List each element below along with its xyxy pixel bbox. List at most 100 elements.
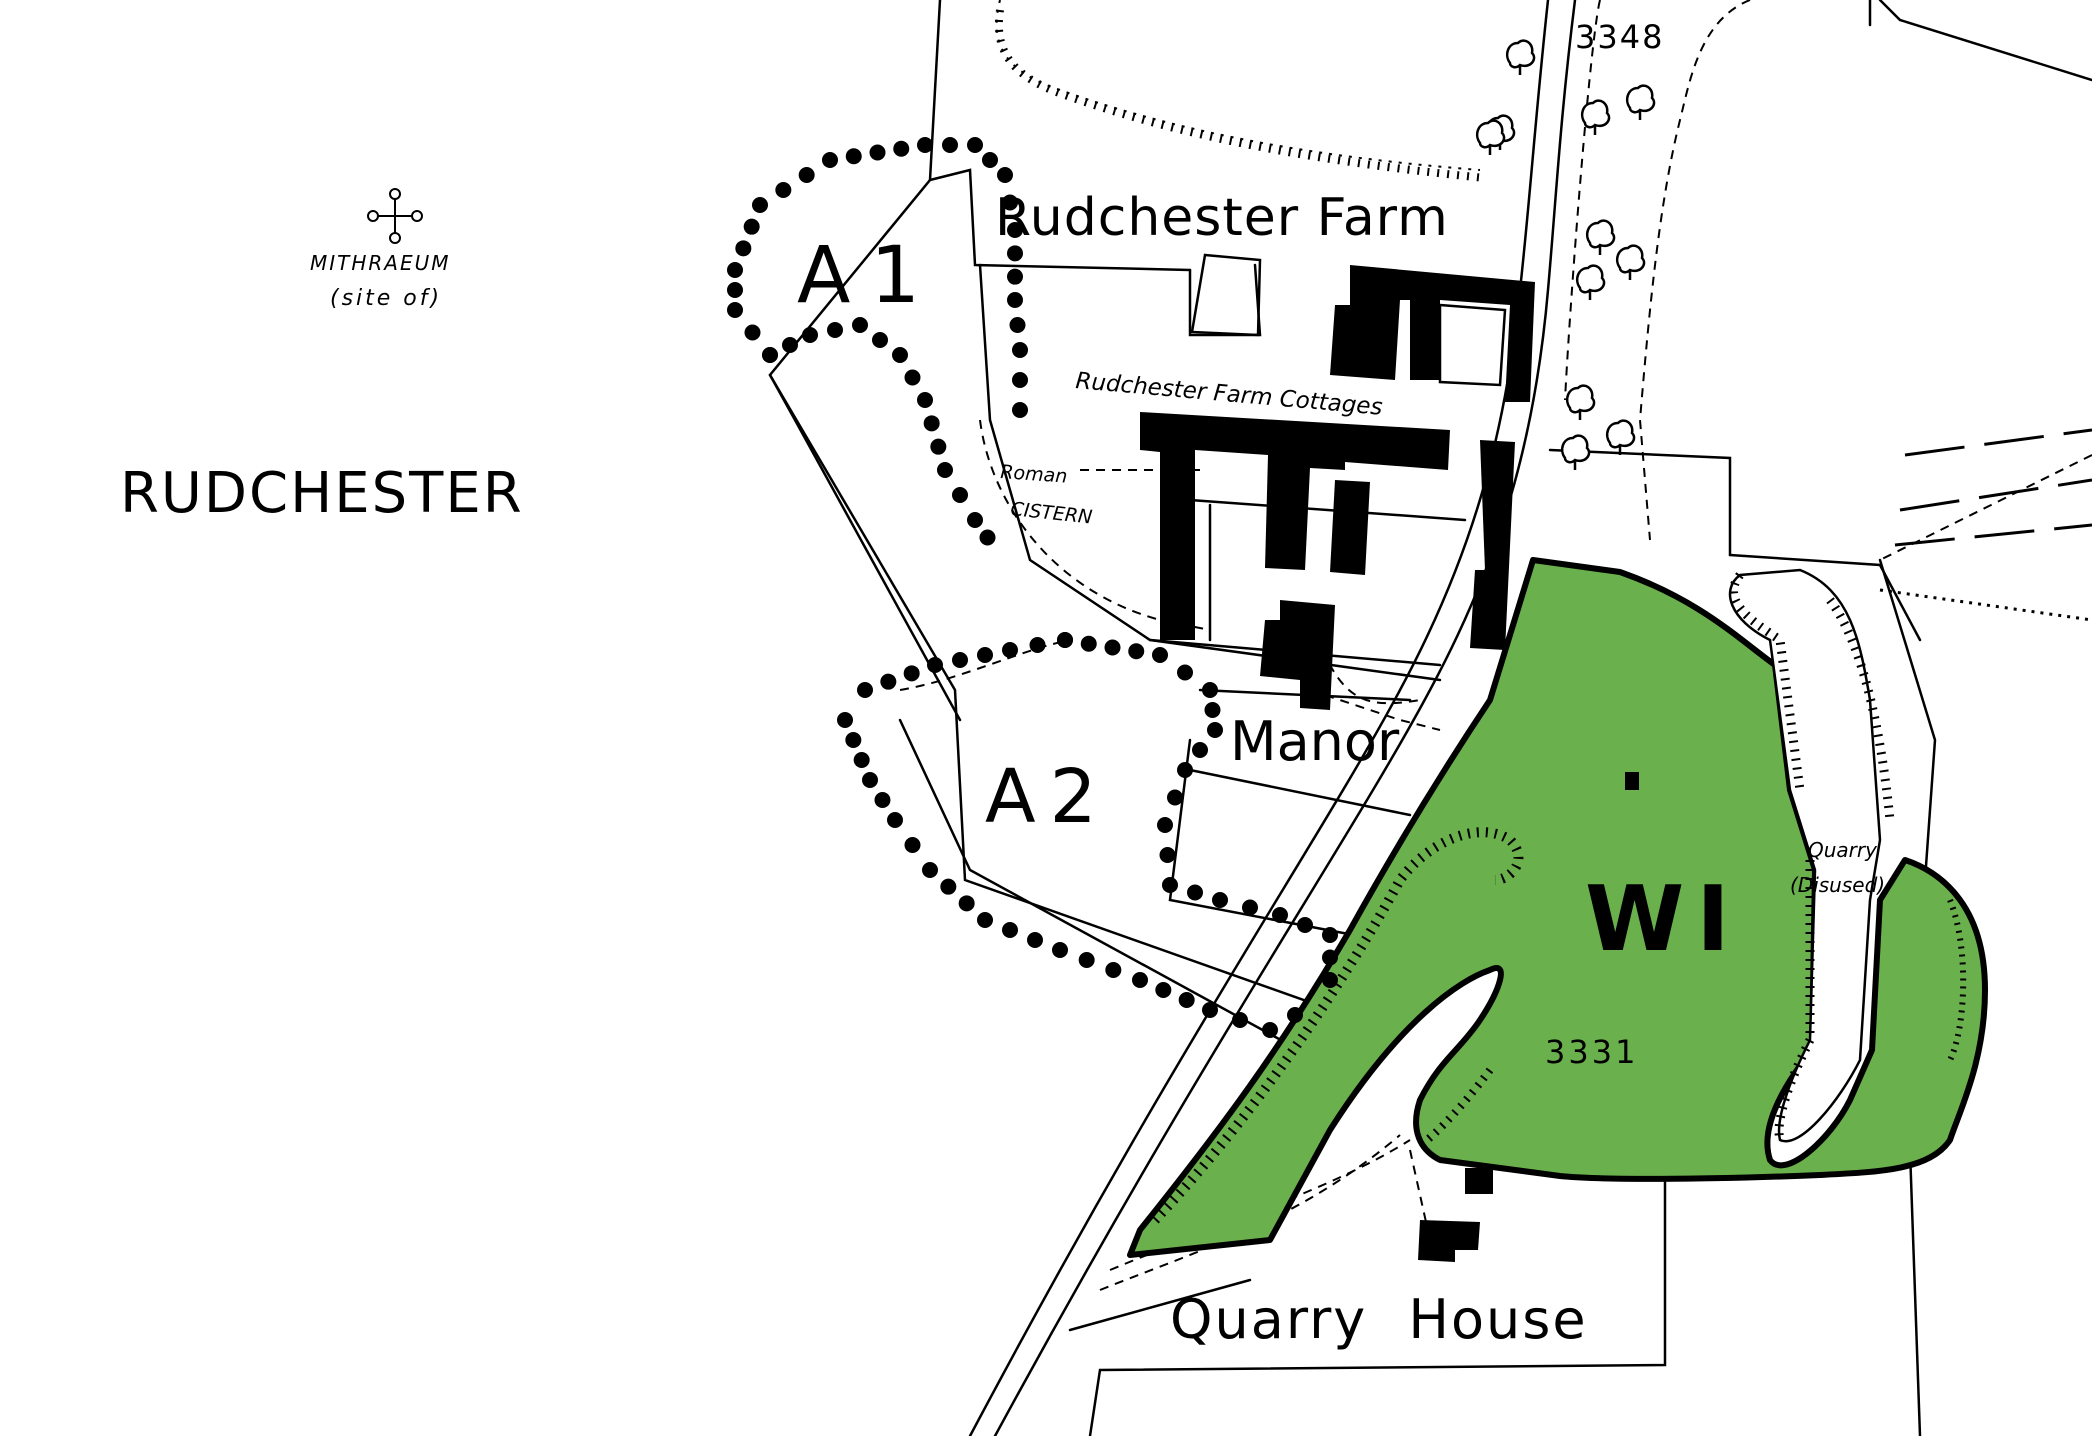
boundary-dot: [852, 317, 868, 333]
boundary-dot: [1242, 899, 1258, 916]
boundary-dot: [1178, 992, 1195, 1008]
tree-icon: [1576, 264, 1606, 300]
boundary-dot: [869, 144, 886, 161]
boundary-dot: [1272, 907, 1288, 923]
boundary-dot: [782, 337, 798, 353]
boundary-dot: [1212, 892, 1228, 908]
boundary-dot: [1322, 972, 1338, 988]
boundary-dot: [958, 895, 975, 912]
area-a1-outline: [727, 137, 1028, 546]
boundary-dot: [752, 197, 768, 213]
boundary-dot: [1159, 847, 1176, 863]
boundary-dot: [930, 438, 947, 455]
boundary-dot: [1202, 682, 1218, 698]
boundary-dot: [1232, 1012, 1248, 1028]
area-label-w1: WI: [1585, 867, 1742, 972]
tree-icon: [1616, 244, 1646, 280]
boundary-dot: [775, 182, 792, 198]
boundary-dot: [857, 682, 873, 698]
boundary-dot: [927, 657, 943, 673]
mithraeum-site-label: (site of): [330, 286, 442, 311]
boundary-dot: [862, 772, 878, 788]
tree-icon: [1476, 119, 1506, 155]
boundary-dot: [1027, 932, 1043, 948]
boundary-dot: [1192, 742, 1208, 758]
boundary-dot: [837, 712, 853, 728]
boundary-dot: [937, 462, 953, 478]
manor-label: Manor: [1230, 710, 1400, 773]
boundary-dot: [874, 792, 891, 808]
boundary-dot: [1007, 222, 1023, 238]
boundary-dot: [1202, 1002, 1218, 1018]
boundary-dot: [997, 167, 1013, 183]
field-boundaries: [768, 0, 2092, 1436]
boundary-dot: [982, 152, 998, 168]
boundary-dot: [735, 240, 752, 257]
boundary-dot: [1128, 643, 1145, 660]
boundary-dot: [967, 137, 983, 153]
boundary-dot: [922, 862, 938, 878]
boundary-dot: [1187, 884, 1203, 901]
boundary-dot: [1204, 702, 1221, 718]
boundary-dot: [853, 752, 870, 768]
boundary-dot: [1157, 817, 1173, 833]
boundary-dot: [967, 512, 983, 528]
boundary-dot: [798, 167, 815, 183]
area-a2-outline: [837, 632, 1338, 1038]
boundary-dot: [1078, 952, 1095, 968]
boundary-dot: [1002, 922, 1018, 938]
boundary-dot: [1104, 639, 1121, 656]
boundary-dot: [1297, 917, 1313, 933]
area-label-a2: A2: [985, 754, 1111, 840]
boundary-dot: [1012, 372, 1028, 388]
boundary-dot: [917, 137, 933, 153]
boundary-dot: [1052, 942, 1068, 958]
quarry-hachures: [1729, 572, 1805, 791]
boundary-dot: [952, 487, 968, 503]
tree-icon: [1566, 384, 1596, 420]
farm-label: Rudchester Farm: [995, 188, 1449, 248]
boundary-dot: [1177, 664, 1193, 681]
area-label-a1: A1: [797, 231, 940, 321]
tree-icon: [1581, 99, 1611, 135]
cistern-label: Roman: [1000, 461, 1068, 488]
tree-icon: [1606, 419, 1636, 455]
tree-icon: [1626, 84, 1656, 120]
tree-icon: [1506, 39, 1536, 75]
quarry-house-label: Quarry House: [1170, 1288, 1588, 1351]
track-dashes-east: [1879, 428, 2092, 622]
boundary-dot: [822, 152, 838, 168]
boundary-dot: [1007, 245, 1023, 262]
boundary-dot: [1167, 789, 1183, 806]
cottages-label: Rudchester Farm Cottages: [1074, 368, 1383, 421]
boundary-dot: [1007, 292, 1023, 308]
boundary-dot: [979, 529, 996, 546]
boundary-dot: [1287, 1007, 1303, 1023]
boundary-dot: [904, 837, 921, 853]
farm-buildings: [1140, 265, 1535, 1262]
tree-icon: [1476, 39, 1656, 470]
boundary-dot: [1155, 982, 1172, 998]
boundary-dot: [727, 262, 743, 278]
boundary-dot: [1322, 949, 1338, 966]
boundary-dot: [904, 369, 921, 386]
parcel-number-3348: 3348: [1575, 18, 1664, 56]
boundary-dot: [942, 137, 958, 153]
boundary-dot: [917, 392, 933, 408]
tree-icon: [1586, 219, 1616, 255]
quarry-disused-label: (Disused): [1790, 873, 1885, 897]
boundary-dot: [1177, 762, 1193, 778]
boundary-dot: [1262, 1022, 1278, 1038]
mithraeum-label: MITHRAEUM: [310, 251, 451, 275]
boundary-dot: [1132, 972, 1148, 988]
boundary-dot: [1002, 642, 1018, 658]
tree-icon: [1561, 434, 1591, 470]
boundary-dot: [940, 878, 957, 895]
boundary-dot: [1322, 927, 1338, 943]
boundary-dot: [1162, 877, 1178, 893]
boundary-dot: [1012, 402, 1028, 418]
boundary-dot: [923, 415, 940, 432]
boundary-dot: [977, 647, 993, 663]
settlement-label: RUDCHESTER: [120, 461, 524, 526]
